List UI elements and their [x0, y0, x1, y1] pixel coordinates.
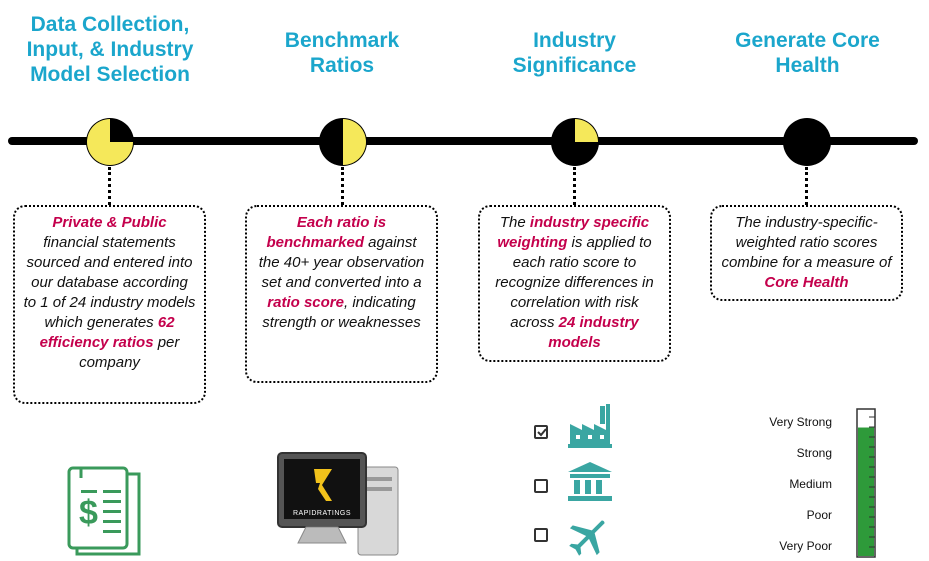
monitor-logo: RAPIDRATINGS	[293, 510, 351, 517]
node-progress-fill	[87, 119, 133, 165]
scale-label-very-poor: Very Poor	[779, 539, 832, 553]
industry-checkbox-airplane[interactable]	[534, 528, 548, 542]
factory-icon	[568, 404, 612, 448]
scale-label-very-strong: Very Strong	[769, 415, 832, 429]
step-3-node	[551, 118, 599, 166]
financial-statement-icon: $	[67, 466, 141, 556]
step-2-description: Each ratio is benchmarked against the 40…	[245, 205, 438, 383]
node-progress-fill	[575, 119, 598, 142]
step-1-node	[86, 118, 134, 166]
connector-1	[108, 167, 111, 205]
step-1-title: Data Collection, Input, & Industry Model…	[26, 13, 194, 86]
step-4-node	[783, 118, 831, 166]
step-4-title: Generate Core Health	[735, 29, 880, 77]
industry-checkbox-factory[interactable]	[534, 425, 548, 439]
scale-label-strong: Strong	[796, 446, 832, 460]
computer-icon	[277, 452, 399, 556]
step-1-description: Private & Public financial statements so…	[13, 205, 206, 404]
step-2-title: Benchmark Ratios	[284, 29, 400, 77]
node-progress-fill	[343, 119, 366, 165]
step-4-description: The industry-specific-weighted ratio sco…	[710, 205, 903, 301]
connector-3	[573, 167, 576, 205]
svg-text:$: $	[79, 494, 98, 532]
bank-icon	[568, 462, 612, 501]
connector-2	[341, 167, 344, 205]
airplane-icon	[569, 520, 605, 556]
gauge-fill	[858, 427, 874, 556]
core-health-gauge	[856, 408, 876, 558]
checkmark-icon	[537, 428, 547, 437]
industry-checkbox-bank[interactable]	[534, 479, 548, 493]
connector-4	[805, 167, 808, 205]
timeline-bar	[8, 137, 918, 145]
scale-label-poor: Poor	[806, 508, 832, 522]
step-3-description: The industry specific weighting is appli…	[478, 205, 671, 362]
node-circle	[783, 118, 831, 166]
step-2-node	[319, 118, 367, 166]
step-3-title: Industry Significance	[512, 29, 637, 77]
scale-label-medium: Medium	[789, 477, 832, 491]
